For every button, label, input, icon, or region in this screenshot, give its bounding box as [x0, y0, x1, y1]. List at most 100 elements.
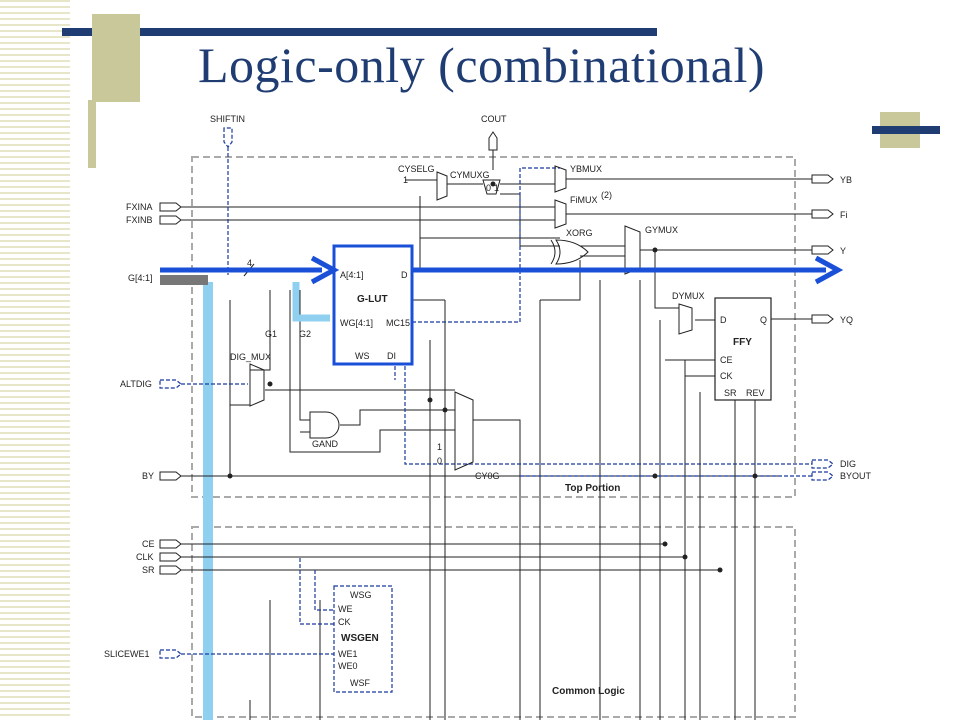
top-portion-label: Top Portion — [565, 483, 620, 494]
yq-pin — [811, 314, 834, 324]
cy0g-one: 1 — [437, 442, 442, 452]
ce-label: CE — [142, 539, 155, 549]
output-pins — [488, 131, 834, 481]
sr-label: SR — [142, 565, 155, 575]
cymuxg-one: 1 — [494, 183, 499, 193]
slicewe1-label: SLICEWE1 — [104, 649, 150, 659]
wg-write-path — [292, 282, 330, 322]
dymux-mux — [678, 303, 693, 335]
cout-label: COUT — [481, 114, 507, 124]
deco-rule-right — [872, 126, 940, 134]
cyselg-label: CYSELG — [398, 164, 435, 174]
wsgen-ck-label: CK — [338, 617, 351, 627]
gand-label: GAND — [312, 439, 339, 449]
wires — [181, 147, 812, 720]
glut-block — [332, 244, 414, 366]
ffy-sr-label: SR — [724, 388, 737, 398]
xorg-gate — [555, 239, 589, 265]
byout-pin — [811, 471, 834, 481]
ffy-ce-label: CE — [720, 355, 733, 365]
deco-bar-left — [88, 100, 96, 168]
yq-label: YQ — [840, 315, 853, 325]
cyselg-mux — [436, 171, 448, 201]
g-input-bus — [160, 275, 208, 285]
ybmux-mux — [554, 165, 567, 193]
cymuxg-zero: 0 — [486, 183, 491, 193]
dig-mux — [249, 363, 265, 407]
slicewe1-pin — [159, 649, 182, 659]
shiftin-pin — [223, 127, 233, 148]
clk-label: CLK — [136, 552, 154, 562]
glut-ws-label: WS — [355, 351, 370, 361]
dymux-label: DYMUX — [672, 291, 705, 301]
highlight-output-arrow — [814, 255, 844, 285]
wsgen-name: WSGEN — [341, 633, 379, 644]
xorg-label: XORG — [566, 228, 593, 238]
digmux-label: DIG_MUX — [230, 352, 271, 362]
fimux-note: (2) — [601, 190, 612, 200]
ffy-ck-label: CK — [720, 371, 733, 381]
fxinb-pin — [159, 215, 182, 225]
glut-wg-label: WG[4:1] — [340, 318, 373, 328]
sr-pin — [159, 565, 182, 575]
ffy-block — [714, 297, 772, 401]
clk-pin — [159, 552, 182, 562]
y-label: Y — [840, 246, 846, 256]
ffy-rev-label: REV — [746, 388, 765, 398]
altdig-pin — [159, 379, 182, 389]
by-label: BY — [142, 471, 154, 481]
common-logic-region — [191, 526, 796, 718]
g1-label: G1 — [265, 329, 277, 339]
glut-mc15-label: MC15 — [386, 318, 410, 328]
wsgen-wsf-label: WSF — [350, 678, 370, 688]
fxina-label: FXINA — [126, 202, 153, 212]
glut-d-label: D — [401, 270, 408, 280]
dig-label: DIG — [840, 459, 856, 469]
ffy-name: FFY — [733, 337, 752, 348]
cymuxg-label: CYMUXG — [450, 170, 490, 180]
fxina-pin — [159, 202, 182, 212]
ybmux-label: YBMUX — [570, 164, 602, 174]
fi-label: Fi — [840, 210, 848, 220]
by-pin — [159, 471, 182, 481]
slide-title: Logic-only (combinational) — [198, 37, 766, 93]
ffy-d-label: D — [720, 315, 727, 325]
yb-label: YB — [840, 175, 852, 185]
shiftin-label: SHIFTIN — [210, 114, 245, 124]
common-logic-label: Common Logic — [552, 686, 625, 697]
fi-pin — [811, 209, 834, 219]
altdig-label: ALTDIG — [120, 379, 152, 389]
decorative-stripes — [0, 0, 70, 720]
byout-label: BYOUT — [840, 471, 872, 481]
y-pin — [811, 245, 834, 255]
wsgen-block — [333, 585, 393, 693]
fimux-mux — [554, 199, 567, 229]
gymux-label: GYMUX — [645, 225, 678, 235]
glut-a-label: A[4:1] — [340, 270, 364, 280]
wsgen-we1-label: WE1 — [338, 649, 358, 659]
fxinb-label: FXINB — [126, 215, 153, 225]
cy0g-mux — [454, 391, 474, 471]
glut-di-label: DI — [387, 351, 396, 361]
wsgen-we-label: WE — [338, 604, 353, 614]
dig-pin — [811, 459, 834, 469]
junction-dots — [227, 181, 758, 573]
glut-name: G-LUT — [357, 294, 388, 305]
highlight-input-arrow — [310, 255, 340, 285]
xorg-gate-back — [550, 239, 556, 265]
gymux-mux — [624, 225, 641, 275]
g-input-label: G[4:1] — [128, 273, 153, 283]
bus-width-label: 4 — [247, 258, 252, 268]
input-pins — [159, 127, 233, 659]
ffy-q-label: Q — [760, 315, 767, 325]
cy0g-zero: 0 — [437, 456, 442, 466]
yb-pin — [811, 174, 834, 184]
gand-gate — [309, 411, 340, 439]
cyan-bus — [203, 282, 213, 720]
cy0g-label: CY0G — [475, 471, 500, 481]
fimux-label: FiMUX — [570, 195, 598, 205]
ce-pin — [159, 539, 182, 549]
wsgen-we0-label: WE0 — [338, 661, 358, 671]
